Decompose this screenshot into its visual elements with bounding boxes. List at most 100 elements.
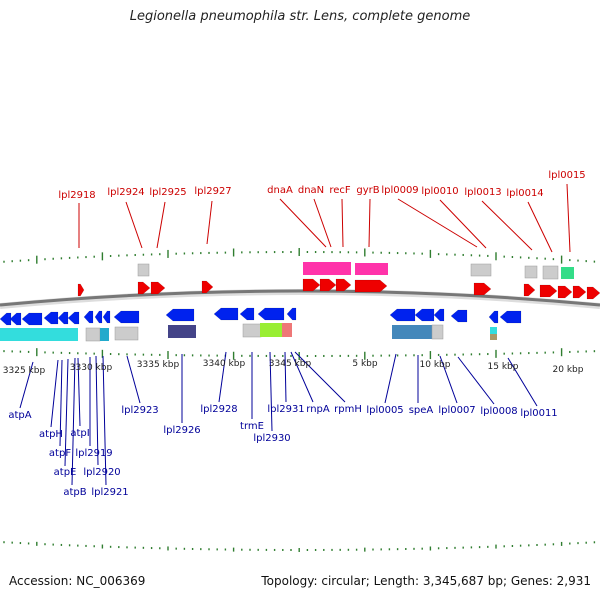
- gene-label-lpl2923[interactable]: lpl2923: [121, 405, 158, 416]
- forward-gene-arrow: [302, 278, 321, 292]
- gene-label-lpl0011[interactable]: lpl0011: [520, 408, 557, 419]
- feature-block-green: [561, 267, 574, 279]
- forward-leader-line: [368, 198, 371, 248]
- gene-label-lpl0014[interactable]: lpl0014: [506, 188, 543, 199]
- gene-label-atpE[interactable]: atpE: [54, 467, 77, 478]
- reverse-gene-arrow: [488, 310, 499, 324]
- reverse-leader-line: [71, 357, 76, 486]
- gene-label-atpH[interactable]: atpH: [39, 429, 63, 440]
- gene-label-lpl0008[interactable]: lpl0008: [480, 406, 517, 417]
- forward-gene-arrow: [150, 281, 166, 295]
- reverse-leader-line: [439, 355, 458, 404]
- ruler-label: 15 kbp: [488, 362, 519, 372]
- gene-label-dnaN[interactable]: dnaN: [298, 185, 324, 196]
- ruler-label: 20 kbp: [553, 365, 584, 375]
- feature-block-steelblue: [392, 325, 432, 339]
- forward-gene-arrow: [201, 280, 214, 294]
- genome-summary: Topology: circular; Length: 3,345,687 bp…: [261, 574, 591, 588]
- ruler-label: 5 kbp: [352, 359, 378, 369]
- forward-gene-labels: lpl2918 lpl2924 lpl2925 lpl2927 dnaA dna…: [58, 170, 585, 201]
- feature-blocks: [0, 262, 574, 342]
- forward-leader-line: [341, 198, 344, 248]
- reverse-leader-line: [50, 359, 59, 428]
- reverse-leader-line: [290, 351, 314, 403]
- forward-leader-line: [439, 199, 487, 249]
- reverse-gene-arrow: [94, 310, 103, 324]
- reverse-gene-arrow: [499, 310, 522, 324]
- gene-label-lpl0010[interactable]: lpl0010: [421, 186, 458, 197]
- reverse-leader-line: [64, 358, 69, 467]
- gene-label-lpl2925[interactable]: lpl2925: [149, 187, 186, 198]
- gene-label-lpl0013[interactable]: lpl0013: [464, 187, 501, 198]
- forward-gene-arrow: [473, 282, 492, 296]
- gene-label-lpl2918[interactable]: lpl2918: [58, 190, 95, 201]
- ruler-labels: 3325 kbp 3330 kbp 3335 kbp 3340 kbp 3345…: [3, 359, 584, 376]
- forward-gene-arrow: [539, 284, 558, 298]
- gene-label-rpmH[interactable]: rpmH: [334, 404, 362, 415]
- gene-label-lpl2930[interactable]: lpl2930: [253, 433, 290, 444]
- reverse-gene-arrow: [414, 308, 435, 322]
- reverse-leader-line: [19, 361, 34, 409]
- reverse-gene-arrow: [102, 310, 111, 324]
- map-title: Legionella pneumophila str. Lens, comple…: [129, 9, 471, 24]
- gene-label-lpl0005[interactable]: lpl0005: [366, 405, 403, 416]
- feature-block-cyan: [0, 328, 78, 341]
- gene-label-recF[interactable]: recF: [329, 185, 351, 196]
- feature-block-grey: [137, 263, 150, 277]
- gene-label-lpl2927[interactable]: lpl2927: [194, 186, 231, 197]
- forward-leader-line: [206, 200, 213, 245]
- reverse-gene-arrow: [433, 308, 445, 322]
- gene-label-lpl2931[interactable]: lpl2931: [267, 404, 304, 415]
- reverse-leader-line: [457, 356, 495, 405]
- forward-gene-arrow: [557, 285, 573, 299]
- gene-label-rnpA[interactable]: rnpA: [306, 404, 330, 415]
- feature-block-magenta: [303, 262, 351, 275]
- reverse-gene-arrow: [450, 309, 468, 323]
- reverse-gene-arrow: [83, 310, 94, 324]
- gene-label-lpl0007[interactable]: lpl0007: [438, 405, 475, 416]
- gene-label-lpl2928[interactable]: lpl2928: [200, 404, 237, 415]
- forward-gene-arrow: [572, 285, 587, 299]
- gene-arrows: [0, 278, 600, 326]
- gene-label-lpl2924[interactable]: lpl2924: [107, 187, 144, 198]
- gene-label-trmE[interactable]: trmE: [240, 421, 264, 432]
- reverse-gene-arrow: [257, 307, 285, 321]
- feature-block-grey: [470, 263, 492, 277]
- forward-gene-arrow: [523, 283, 536, 297]
- reverse-leader-line: [218, 351, 227, 403]
- feature-block-magenta: [355, 263, 388, 275]
- gene-label-atpB[interactable]: atpB: [63, 487, 86, 498]
- gene-label-atpI[interactable]: atpI: [70, 428, 89, 439]
- gene-label-atpA[interactable]: atpA: [8, 410, 31, 421]
- reverse-leader-line: [284, 351, 287, 403]
- ruler-label: 3325 kbp: [3, 366, 46, 376]
- gene-label-atpF[interactable]: atpF: [49, 448, 71, 459]
- feature-block-pink: [282, 323, 292, 337]
- gene-label-lpl2920[interactable]: lpl2920: [83, 467, 120, 478]
- gene-label-lpl2926[interactable]: lpl2926: [163, 425, 200, 436]
- gene-label-dnaA[interactable]: dnaA: [267, 185, 293, 196]
- reverse-leader-line: [384, 353, 397, 404]
- forward-leader-line: [397, 198, 478, 248]
- reverse-leader-line: [102, 355, 107, 486]
- gene-label-lpl2919[interactable]: lpl2919: [75, 448, 112, 459]
- gene-label-gyrB[interactable]: gyrB: [356, 185, 379, 196]
- reverse-gene-arrow: [57, 311, 69, 325]
- forward-leader-line: [279, 198, 327, 248]
- reverse-gene-arrow: [113, 310, 140, 324]
- genome-backbone-line: [0, 289, 600, 307]
- ruler-label: 3345 kbp: [269, 359, 312, 369]
- feature-block-grey: [114, 326, 139, 341]
- gene-label-speA[interactable]: speA: [409, 405, 434, 416]
- reverse-leader-line: [269, 351, 273, 432]
- reverse-gene-arrow: [389, 308, 416, 322]
- gene-label-lpl0015[interactable]: lpl0015: [548, 170, 585, 181]
- gene-label-lpl2921[interactable]: lpl2921: [91, 487, 128, 498]
- ruler-label: 3330 kbp: [70, 363, 113, 373]
- forward-gene-arrow: [354, 279, 388, 293]
- feature-block-grey: [431, 324, 444, 340]
- gene-label-lpl0009[interactable]: lpl0009: [381, 185, 418, 196]
- forward-leader-line: [566, 183, 571, 253]
- reverse-gene-arrow: [165, 308, 195, 322]
